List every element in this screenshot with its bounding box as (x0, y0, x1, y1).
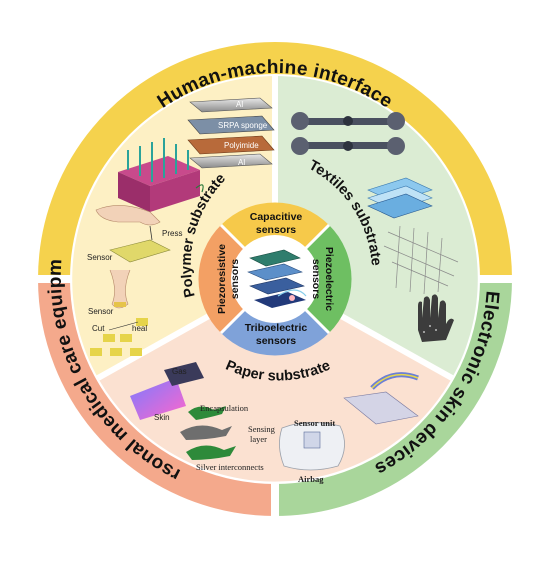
svg-text:sensors: sensors (229, 259, 241, 299)
capacitive-label-1: Capacitive (250, 211, 303, 223)
svg-text:Piezoelectric: Piezoelectric (323, 247, 335, 311)
airbag-label: Airbag (298, 474, 324, 484)
textile-layers-illustration (367, 177, 433, 219)
glove-illustration (418, 294, 454, 342)
heal-label: heal (132, 324, 147, 333)
capacitive-label-2: sensors (256, 224, 296, 236)
layered-paper-illustration (180, 406, 236, 460)
finger-press-illustration (95, 205, 171, 263)
fiber-mesh-illustration (383, 225, 459, 295)
airbag-illustration (279, 422, 345, 471)
sensor-unit-label: Sensor unit (294, 418, 335, 428)
central-device-illustration (247, 249, 307, 308)
flexible-strip-illustration (343, 372, 419, 425)
triboelectric-label-2: sensors (256, 335, 296, 347)
polyimide-label: Polyimide (224, 141, 259, 150)
pillar-array-illustration (118, 138, 204, 212)
cut-label: Cut (92, 324, 105, 333)
nose-sensor-illustration (109, 269, 131, 309)
triboelectric-label-1: Triboelectric (245, 322, 308, 334)
srpa-label: SRPA sponge (218, 121, 268, 130)
al-bottom-label: Al (238, 158, 245, 167)
al-srpa-stack-illustration (187, 97, 275, 169)
piezoresistive-label: Piezoresistive sensors (216, 244, 241, 314)
sensing-label-2: layer (250, 434, 267, 444)
core-separators (219, 223, 331, 335)
textile-chain-illustration (291, 112, 405, 155)
gas-label: Gas (172, 367, 187, 376)
sensor2-label: Sensor (88, 307, 114, 316)
svg-text:Piezoresistive: Piezoresistive (216, 244, 228, 314)
sensor-label: Sensor (87, 253, 113, 262)
skin-label: Skin (154, 413, 170, 422)
sensing-label-1: Sensing (248, 424, 276, 434)
self-heal-illustration (90, 318, 148, 356)
encapsulation-label: Encapsulation (200, 403, 249, 413)
silver-label: Silver interconnects (196, 462, 264, 472)
piezoelectric-label: Piezoelectric sensors (310, 247, 335, 311)
press-label: Press (162, 229, 182, 238)
gas-skin-illustration (130, 362, 204, 420)
svg-text:sensors: sensors (310, 259, 322, 299)
al-top-label: Al (236, 100, 243, 109)
